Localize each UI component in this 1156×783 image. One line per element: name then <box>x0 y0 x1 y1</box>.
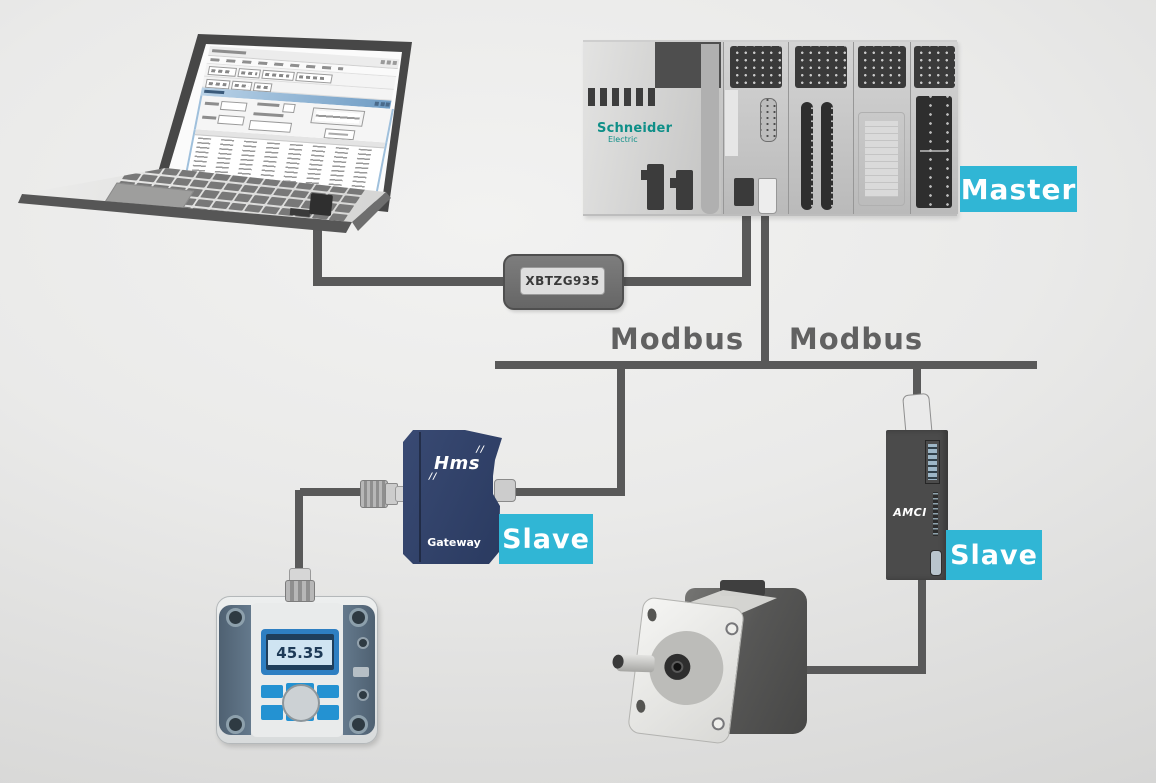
vent-grid-icon <box>730 46 782 88</box>
amci-drive: AMCI <box>884 392 950 584</box>
amci-dip-connector-icon <box>925 440 940 484</box>
keypad-button <box>261 685 283 698</box>
gateway-branch-horizontal <box>510 488 625 496</box>
keypad-button <box>317 705 339 720</box>
plc-terminal-module <box>910 42 958 214</box>
meter-keypad <box>261 683 339 723</box>
serial-plug-icon <box>360 480 388 508</box>
terminal-block-icon <box>916 96 952 208</box>
hms-gateway: // Hms // Gateway <box>403 430 502 564</box>
mounting-hole-icon <box>635 699 647 714</box>
module-cover-plate <box>858 112 905 206</box>
plc-cpu-module <box>723 42 788 214</box>
laptop <box>0 0 440 260</box>
modbus-label-left: Modbus <box>609 322 745 356</box>
stepper-motor <box>611 580 830 760</box>
amci-slot-connector-icon <box>930 488 941 540</box>
plc-blank-module <box>853 42 911 214</box>
keypad-button <box>317 685 339 698</box>
adapter-label: XBTZG935 <box>520 267 605 295</box>
modbus-label-right: Modbus <box>788 322 924 356</box>
mounting-hole-icon <box>646 607 658 622</box>
vent-grid-icon <box>914 46 955 88</box>
cpu-side-slot <box>725 90 738 156</box>
schneider-electric-logo: Schneider Electric <box>597 121 673 144</box>
amci-logo: AMCI <box>893 506 927 519</box>
meter-plug-icon <box>285 580 315 602</box>
amci-body: AMCI <box>886 430 948 580</box>
motor-face-plate <box>611 596 745 745</box>
vent-grid-icon <box>795 46 847 88</box>
screw-icon <box>226 715 245 734</box>
usb-plug-icon <box>308 192 334 217</box>
amci-bottom-connector-icon <box>930 550 942 576</box>
screw-icon <box>349 715 368 734</box>
comm-connector-icon <box>758 178 777 214</box>
screw-icon <box>226 608 245 627</box>
plc-to-bus-drop-line <box>761 206 769 365</box>
amci-slave-badge: Slave <box>946 530 1042 580</box>
psu-connector-1 <box>647 164 664 210</box>
screw-icon <box>349 608 368 627</box>
meter-reading: 45.35 <box>268 640 332 665</box>
amci-to-motor-cable-horizontal <box>793 666 926 674</box>
gateway-slave-badge: Slave <box>499 514 593 564</box>
laptop-screen <box>140 28 430 223</box>
gateway-seam <box>419 432 421 562</box>
serial-port-icon <box>760 98 777 142</box>
meter-side-slot <box>353 667 369 677</box>
meter-front-face: 45.35 <box>251 603 343 737</box>
adapter-to-plc-cable-horizontal <box>608 277 751 286</box>
adapter-to-plc-cable-vertical <box>742 206 751 282</box>
mounting-screw-icon <box>710 716 726 732</box>
mounting-screw-icon <box>724 621 740 637</box>
hms-logo: // Hms // <box>429 445 485 482</box>
meter-device: 45.35 <box>216 596 378 744</box>
laptop-cable-vertical <box>313 210 322 282</box>
keypad-button <box>261 705 283 720</box>
gateway-to-meter-cable-vertical <box>295 490 303 578</box>
usb-port-icon <box>734 178 754 206</box>
master-badge: Master <box>960 166 1077 212</box>
io-slot-icon <box>821 102 833 210</box>
psu-vent-teeth <box>588 88 660 106</box>
plc-mounting-rail <box>701 44 719 214</box>
bus-plug-icon <box>494 479 516 502</box>
gateway-caption: Gateway <box>427 536 481 549</box>
gateway-to-meter-cable-horizontal <box>300 488 366 496</box>
schneider-plc: Schneider Electric <box>583 40 958 216</box>
xbtzg935-cable-adapter: XBTZG935 <box>503 254 624 310</box>
io-slot-icon <box>801 102 813 210</box>
meter-knob <box>282 684 320 722</box>
vent-grid-icon <box>858 46 906 88</box>
screw-icon <box>357 637 369 649</box>
psu-connector-2 <box>676 170 693 210</box>
plc-io-module-1 <box>788 42 854 214</box>
meter-display: 45.35 <box>261 629 339 675</box>
laptop-base <box>14 160 414 240</box>
laptop-cable-horizontal <box>313 277 518 286</box>
screw-icon <box>357 689 369 701</box>
bus-to-amci-drop-line <box>913 365 921 409</box>
modbus-bus-line <box>495 361 1037 369</box>
amci-to-motor-cable-vertical <box>918 575 926 674</box>
bus-to-gateway-drop-line <box>617 365 625 492</box>
